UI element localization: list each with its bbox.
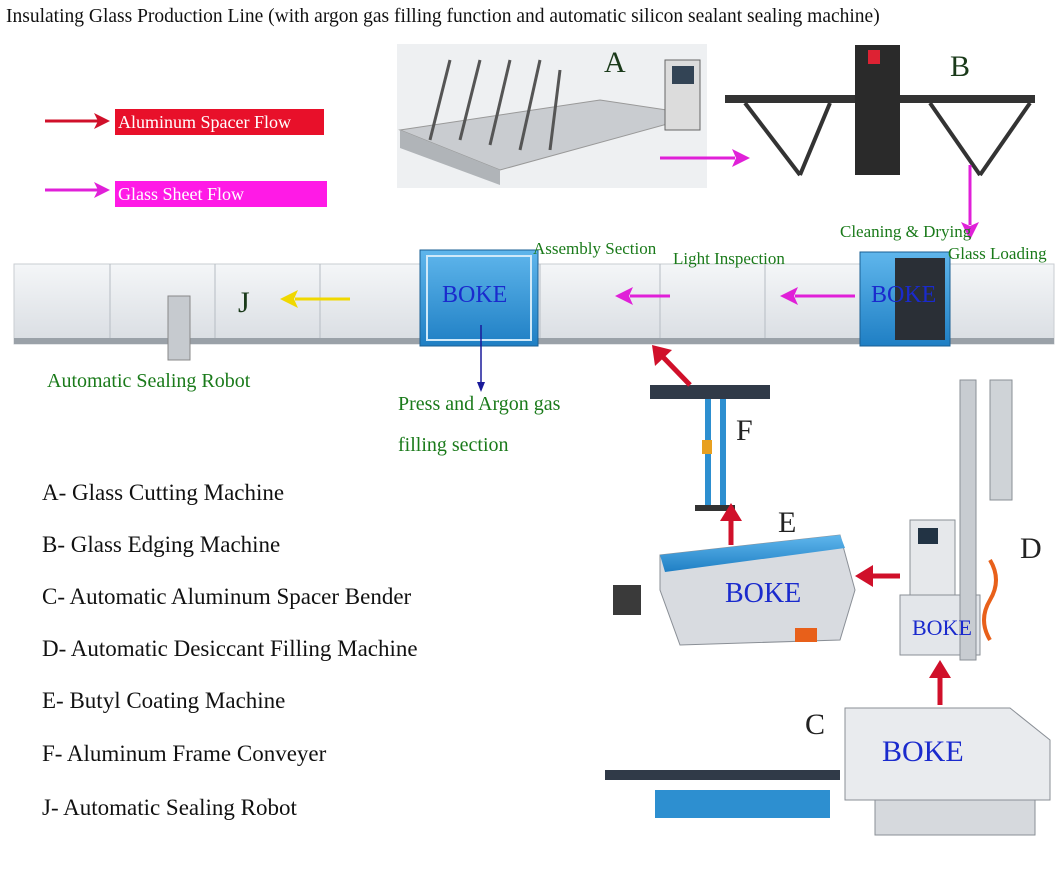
machine-letter-f: F: [736, 414, 753, 447]
cleaning-drying-label: Cleaning & Drying: [840, 222, 972, 241]
machine-letter-b: B: [950, 50, 971, 83]
brand-label-press: BOKE: [442, 282, 508, 308]
machine-letter-e: E: [778, 506, 797, 539]
machine-letter-c: C: [805, 708, 826, 741]
machine-letter-j: J: [238, 286, 250, 319]
machine-list-item: E- Butyl Coating Machine: [42, 688, 286, 713]
press-argon-label-line2: filling section: [398, 434, 509, 456]
assembly-section-label: Assembly Section: [533, 239, 657, 258]
machine-list-item: B- Glass Edging Machine: [42, 532, 281, 557]
glass-cutting-machine-image: [397, 44, 707, 188]
sealing-flow-arrow: [280, 290, 350, 308]
machine-list-item: F- Aluminum Frame Conveyer: [42, 741, 327, 766]
machine-list-item: C- Automatic Aluminum Spacer Bender: [42, 584, 412, 609]
glass-loading-label: Glass Loading: [948, 244, 1047, 263]
glass-flow-arrow-line-1: [780, 287, 855, 305]
glass-flow-legend-arrow: [45, 182, 110, 198]
sealing-robot-label: Automatic Sealing Robot: [47, 370, 251, 392]
main-line-image: [13, 249, 1055, 361]
aluminum-flow-arrow-f-to-assembly: [652, 345, 692, 387]
aluminum-flow-legend-arrow: [45, 113, 110, 129]
brand-label-butyl: BOKE: [725, 578, 802, 609]
machine-letter-a: A: [604, 46, 626, 79]
diagram-title: Insulating Glass Production Line (with a…: [6, 6, 880, 27]
butyl-coating-machine-image: [613, 534, 856, 646]
aluminum-flow-arrow-e-to-f: [720, 503, 742, 545]
aluminum-frame-conveyer-image: [650, 385, 770, 511]
aluminum-spacer-flow-legend: Aluminum Spacer Flow: [115, 109, 324, 135]
machine-list-item: A- Glass Cutting Machine: [42, 480, 285, 505]
glass-flow-arrow-line-2: [615, 287, 670, 305]
desiccant-filling-machine-image: [899, 379, 1013, 661]
aluminum-spacer-bender-image: [605, 707, 1051, 836]
press-argon-label-line1: Press and Argon gas: [398, 393, 561, 415]
machine-list-item: D- Automatic Desiccant Filling Machine: [42, 636, 418, 661]
brand-label-bender: BOKE: [882, 735, 964, 768]
brand-label-desiccant: BOKE: [912, 615, 972, 640]
glass-flow-arrow-b-to-loading: [961, 165, 979, 240]
light-inspection-label: Light Inspection: [673, 249, 785, 268]
machine-letter-d: D: [1020, 532, 1042, 565]
glass-sheet-flow-legend: Glass Sheet Flow: [115, 181, 327, 207]
press-section-pointer-arrow: [477, 325, 485, 392]
brand-label-washer: BOKE: [871, 282, 937, 308]
glass-flow-arrow-a-to-b: [660, 149, 750, 167]
aluminum-flow-arrow-d-to-e: [855, 565, 900, 587]
glass-edging-machine-image: [725, 45, 1035, 177]
aluminum-flow-arrow-c-to-d: [929, 660, 951, 705]
machine-list-item: J- Automatic Sealing Robot: [42, 795, 297, 820]
